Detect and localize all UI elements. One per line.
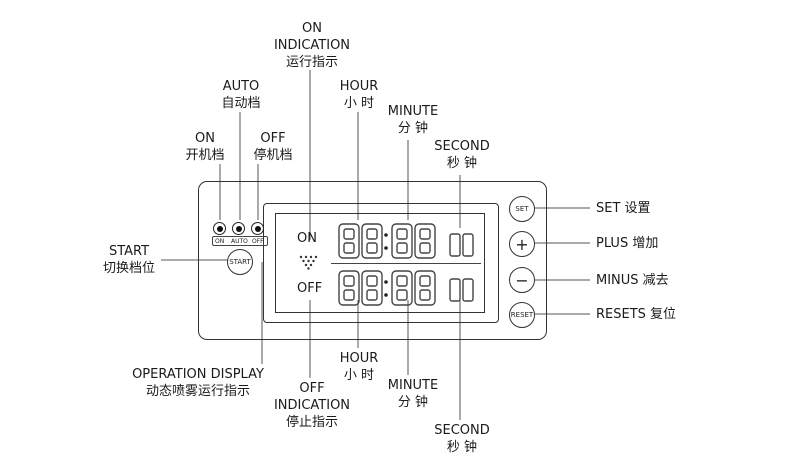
led-on-indicator	[213, 222, 226, 235]
led-auto-indicator	[232, 222, 245, 235]
label-auto: AUTO 自动档	[221, 79, 261, 111]
label-hour-bottom: HOUR 小 时	[339, 351, 379, 383]
label-start: START 切换档位	[102, 244, 155, 276]
on-time-digits	[338, 223, 474, 259]
plus-button[interactable]: +	[509, 231, 535, 257]
label-hour-top: HOUR 小 时	[339, 79, 379, 111]
off-time-digits	[338, 270, 474, 306]
label-on-indication: ON INDICATION 运行指示	[273, 21, 351, 70]
led-label-strip	[212, 236, 268, 246]
label-second-top: SECOND 秒 钟	[434, 139, 490, 171]
label-resets: RESETS 复位	[596, 307, 677, 322]
led-label-off: OFF	[252, 238, 264, 245]
start-button[interactable]: START	[227, 249, 253, 275]
label-off: OFF 停机档	[253, 131, 293, 163]
label-plus: PLUS 增加	[596, 236, 659, 251]
spray-dots-icon	[299, 255, 318, 270]
label-minus: MINUS 减去	[596, 273, 669, 288]
label-minute-top: MINUTE 分 钟	[387, 104, 439, 136]
led-label-auto: AUTO	[231, 238, 248, 245]
set-button[interactable]: SET	[509, 196, 535, 222]
display-screen	[275, 213, 485, 313]
controller-body	[198, 181, 547, 340]
display-divider	[331, 263, 481, 264]
label-second-bottom: SECOND 秒 钟	[434, 423, 490, 455]
display-bezel	[263, 203, 499, 323]
label-operation-display: OPERATION DISPLAY 动态喷雾运行指示	[132, 367, 264, 399]
label-set: SET 设置	[596, 201, 651, 216]
led-label-on: ON	[215, 238, 225, 245]
screen-off-indicator: OFF	[297, 281, 323, 296]
label-on: ON 开机档	[185, 131, 225, 163]
screen-on-indicator: ON	[297, 231, 317, 246]
led-off-indicator	[251, 222, 264, 235]
minus-button[interactable]: −	[509, 267, 535, 293]
reset-button[interactable]: RESET	[509, 302, 535, 328]
label-minute-bottom: MINUTE 分 钟	[387, 378, 439, 410]
label-off-indication: OFF INDICATION 停止指示	[273, 381, 351, 430]
